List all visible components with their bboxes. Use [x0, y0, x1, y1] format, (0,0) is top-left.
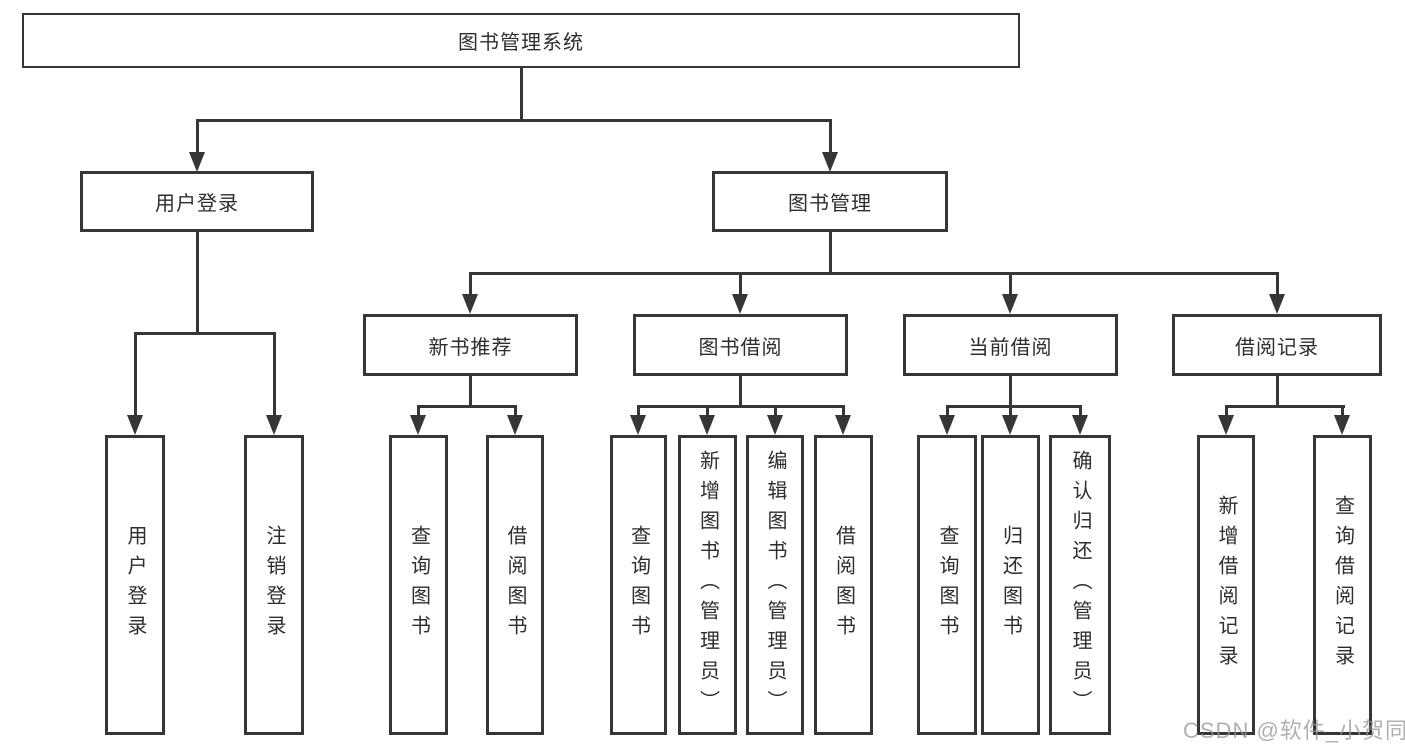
connector [637, 405, 845, 408]
connector [520, 66, 523, 120]
leaf-query-books-current: 查询图书 [917, 435, 977, 735]
arrowhead-down [1072, 415, 1088, 435]
connector [417, 405, 517, 408]
node-label: 图书管理 [788, 193, 872, 215]
arrowhead-down [127, 415, 143, 435]
leaf-logout: 注销登录 [244, 435, 304, 735]
connector [273, 332, 276, 417]
leaf-query-books-recommend: 查询图书 [389, 435, 448, 735]
leaf-query-books-borrow: 查询图书 [610, 435, 667, 735]
node-book-management-system: 图书管理系统 [22, 13, 1020, 68]
connector [1225, 405, 1345, 408]
leaf-query-borrow-record: 查询借阅记录 [1313, 435, 1372, 735]
connector [706, 405, 709, 417]
connector [1009, 374, 1012, 408]
leaf-user-login: 用户登录 [105, 435, 165, 735]
arrowhead-down [1269, 294, 1285, 314]
connector [134, 332, 276, 335]
leaf-label: 借阅图书 [504, 525, 526, 645]
connector [196, 119, 199, 154]
connector [134, 332, 137, 417]
leaf-label: 查询借阅记录 [1331, 495, 1354, 675]
node-label: 当前借阅 [968, 336, 1053, 359]
leaf-borrow-books: 借阅图书 [814, 435, 873, 735]
connector [829, 119, 832, 154]
leaf-label: 新增图书（管理员） [696, 450, 719, 720]
connector [842, 405, 845, 417]
connector [946, 405, 1082, 408]
leaf-label: 注销登录 [263, 525, 285, 645]
node-book-borrow: 图书借阅 [633, 314, 848, 376]
leaf-borrow-books-recommend: 借阅图书 [486, 435, 544, 735]
node-label: 图书管理系统 [458, 32, 584, 54]
leaf-add-borrow-record: 新增借阅记录 [1197, 435, 1255, 735]
connector [417, 405, 420, 417]
arrowhead-down [699, 415, 715, 435]
arrowhead-down [410, 415, 426, 435]
arrowhead-down [1218, 415, 1234, 435]
node-label: 新书推荐 [428, 336, 513, 359]
leaf-label: 归还图书 [999, 525, 1022, 645]
arrowhead-down [939, 415, 955, 435]
node-book-management: 图书管理 [712, 171, 948, 232]
arrowhead-down [835, 415, 851, 435]
leaf-label: 查询图书 [936, 525, 958, 645]
connector [946, 405, 949, 417]
connector [196, 230, 199, 334]
arrowhead-down [462, 294, 478, 314]
connector [637, 405, 640, 417]
arrowhead-down [1002, 415, 1018, 435]
arrowhead-down [732, 294, 748, 314]
arrowhead-down [767, 415, 783, 435]
leaf-label: 查询图书 [627, 525, 650, 645]
leaf-label: 借阅图书 [832, 525, 855, 645]
connector [1341, 405, 1344, 417]
leaf-confirm-return-admin: 确认归还（管理员） [1049, 435, 1111, 735]
connector [1276, 272, 1279, 298]
leaf-label: 确认归还（管理员） [1069, 450, 1091, 720]
leaf-return-books: 归还图书 [981, 435, 1040, 735]
node-new-book-recommend: 新书推荐 [363, 314, 578, 376]
connector [1009, 272, 1012, 298]
connector [1009, 405, 1012, 417]
arrowhead-down [507, 415, 523, 435]
connector [739, 374, 742, 408]
node-borrow-record: 借阅记录 [1172, 314, 1382, 376]
connector [469, 374, 472, 408]
connector [739, 272, 742, 298]
arrowhead-down [630, 415, 646, 435]
leaf-label: 新增借阅记录 [1215, 495, 1237, 675]
connector [829, 230, 832, 274]
node-user-login: 用户登录 [80, 171, 314, 232]
leaf-label: 编辑图书（管理员） [764, 450, 786, 720]
leaf-edit-books-admin: 编辑图书（管理员） [746, 435, 804, 735]
arrowhead-down [1334, 415, 1350, 435]
leaf-label: 查询图书 [407, 525, 430, 645]
connector [1079, 405, 1082, 417]
connector [469, 272, 1279, 275]
connector [774, 405, 777, 417]
connector [514, 405, 517, 417]
arrowhead-down [266, 415, 282, 435]
node-current-borrow: 当前借阅 [903, 314, 1118, 376]
node-label: 图书借阅 [698, 336, 783, 359]
node-label: 借阅记录 [1235, 336, 1319, 359]
arrowhead-down [1002, 294, 1018, 314]
csdn-watermark: CSDN @软件_小贺同学 [1183, 718, 1405, 743]
node-label: 用户登录 [155, 193, 239, 215]
arrowhead-down [822, 152, 838, 172]
leaf-add-books-admin: 新增图书（管理员） [678, 435, 737, 735]
leaf-label: 用户登录 [124, 525, 146, 645]
connector [196, 119, 832, 122]
arrowhead-down [189, 152, 205, 172]
connector [1276, 374, 1279, 408]
connector [1225, 405, 1228, 417]
connector [469, 272, 472, 298]
